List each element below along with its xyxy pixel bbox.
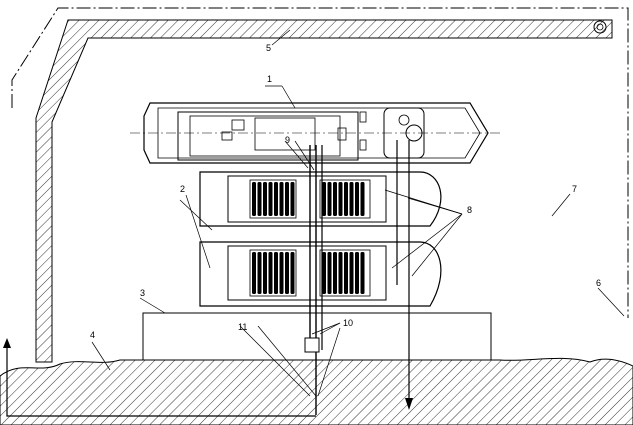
rack-fin (360, 182, 365, 216)
callout-4: 4 (90, 330, 95, 340)
callout-10: 10 (343, 318, 353, 328)
rack-fin (344, 182, 348, 216)
rack-fin (285, 252, 289, 294)
rack-fin (274, 182, 278, 216)
callout-7: 7 (572, 184, 577, 194)
rack-fin (268, 252, 273, 294)
rack-fin (285, 182, 289, 216)
rack-fin (274, 252, 278, 294)
rack-fin (322, 182, 326, 216)
rack-fin (322, 252, 326, 294)
rack-fin (279, 182, 284, 216)
boundary-line (11, 7, 629, 318)
rack-fin (290, 252, 295, 294)
barge-upper (199, 171, 442, 227)
leader-lines (91, 29, 625, 397)
rack-fin (257, 182, 262, 216)
rack-fin (257, 252, 262, 294)
rack-fin (338, 182, 343, 216)
rack-fin (360, 252, 365, 294)
rack-fin (349, 182, 354, 216)
rack-fin (355, 182, 359, 216)
callout-11: 11 (238, 322, 247, 332)
callout-3: 3 (140, 288, 145, 298)
feed-line (6, 345, 316, 417)
rack-fin (263, 252, 267, 294)
vessel-top (130, 102, 500, 164)
riser-pipes (304, 140, 413, 415)
barge-lower (199, 241, 442, 307)
base-block (142, 312, 492, 361)
rack-fin (268, 182, 273, 216)
callout-2: 2 (180, 184, 185, 194)
rack-fin (349, 252, 354, 294)
rack-fin (333, 182, 337, 216)
rack-fin (252, 182, 256, 216)
rack-fin (338, 252, 343, 294)
callout-9: 9 (285, 135, 290, 145)
callout-6: 6 (596, 278, 601, 288)
quay-wall (35, 19, 613, 363)
rack-fin (344, 252, 348, 294)
rack-fin (290, 182, 295, 216)
callout-1: 1 (267, 74, 272, 84)
rack-fin (333, 252, 337, 294)
rack-fin (279, 252, 284, 294)
rack-fin (355, 252, 359, 294)
rack-fin (263, 182, 267, 216)
cargo-racks (252, 182, 365, 294)
callout-5: 5 (266, 43, 271, 53)
rack-fin (252, 252, 256, 294)
rack-fin (327, 182, 332, 216)
callout-8: 8 (467, 205, 472, 215)
rack-fin (327, 252, 332, 294)
bollard-icon (593, 20, 607, 34)
